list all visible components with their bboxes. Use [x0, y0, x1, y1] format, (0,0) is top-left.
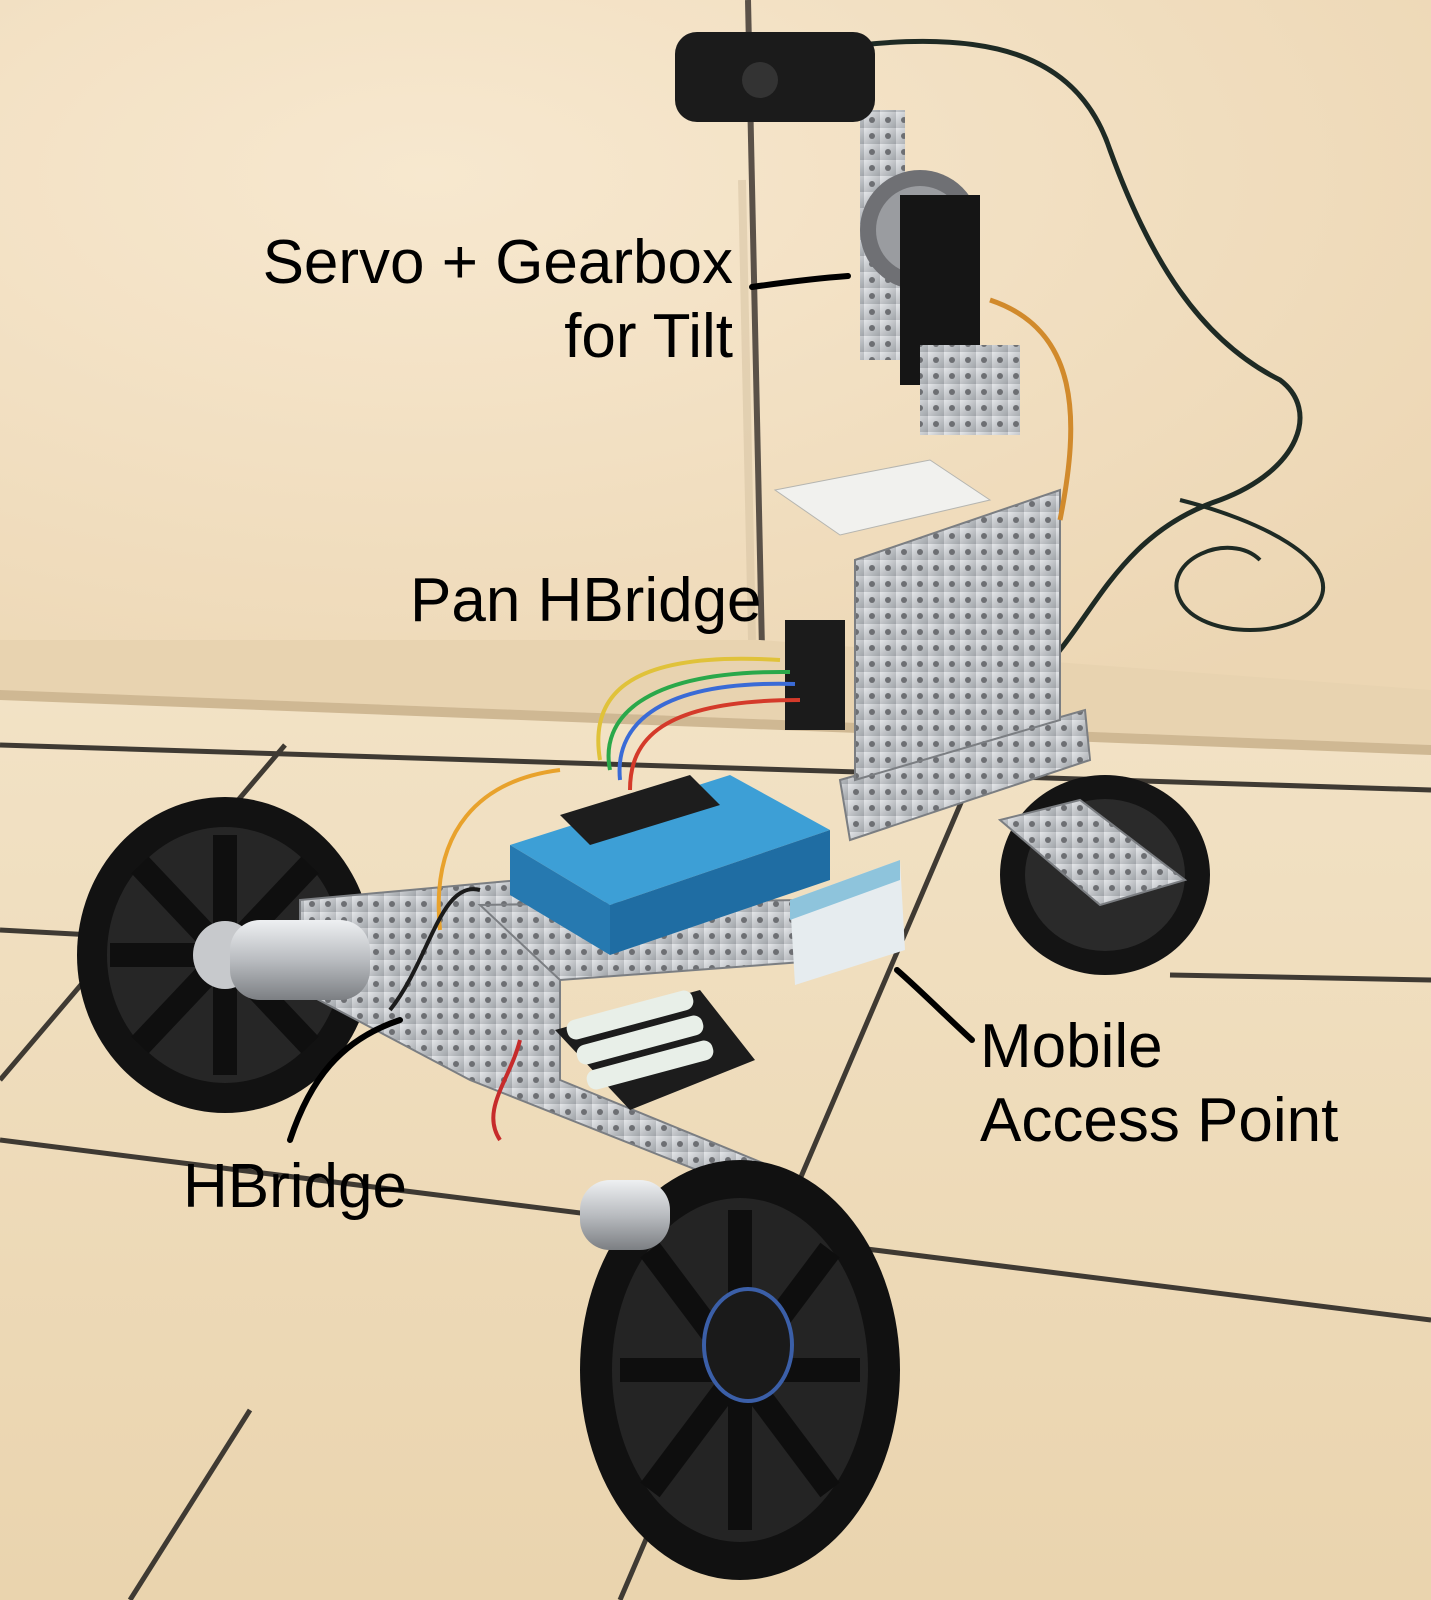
left-motor: [230, 920, 370, 1000]
mobile-access-point: [790, 860, 905, 985]
servo-gearbox-label: Servo + Gearbox for Tilt: [263, 226, 733, 374]
servo-gearbox-label-line1: Servo + Gearbox: [262, 228, 733, 297]
battery-pack: [555, 990, 755, 1110]
hbridge-leader: [287, 1017, 403, 1143]
servo-wire: [989, 297, 1074, 521]
breadboard-plate: [773, 459, 992, 536]
servo-leader: [749, 273, 851, 290]
mobile-access-point-label-line1: Mobile: [980, 1012, 1163, 1081]
front-wheel: [580, 1160, 900, 1580]
usb-cable: [859, 38, 1303, 722]
wires: [388, 656, 801, 1142]
mast: [854, 488, 1061, 782]
front-motor: [580, 1180, 670, 1250]
pan-hbridge-board: [785, 620, 845, 730]
computer-housing: [510, 775, 830, 905]
mobile-access-point-label-line2: Access Point: [980, 1086, 1339, 1155]
leader-lines: [287, 273, 975, 1143]
access-point-leader: [894, 967, 975, 1043]
webcam: [675, 32, 875, 122]
servo-gearbox-label-line2: for Tilt: [564, 302, 733, 371]
hbridge-label: HBridge: [183, 1152, 407, 1221]
mobile-access-point-label: Mobile Access Point: [980, 1010, 1338, 1158]
pan-hbridge-label: Pan HBridge: [410, 566, 762, 635]
left-wheel: [77, 797, 373, 1113]
